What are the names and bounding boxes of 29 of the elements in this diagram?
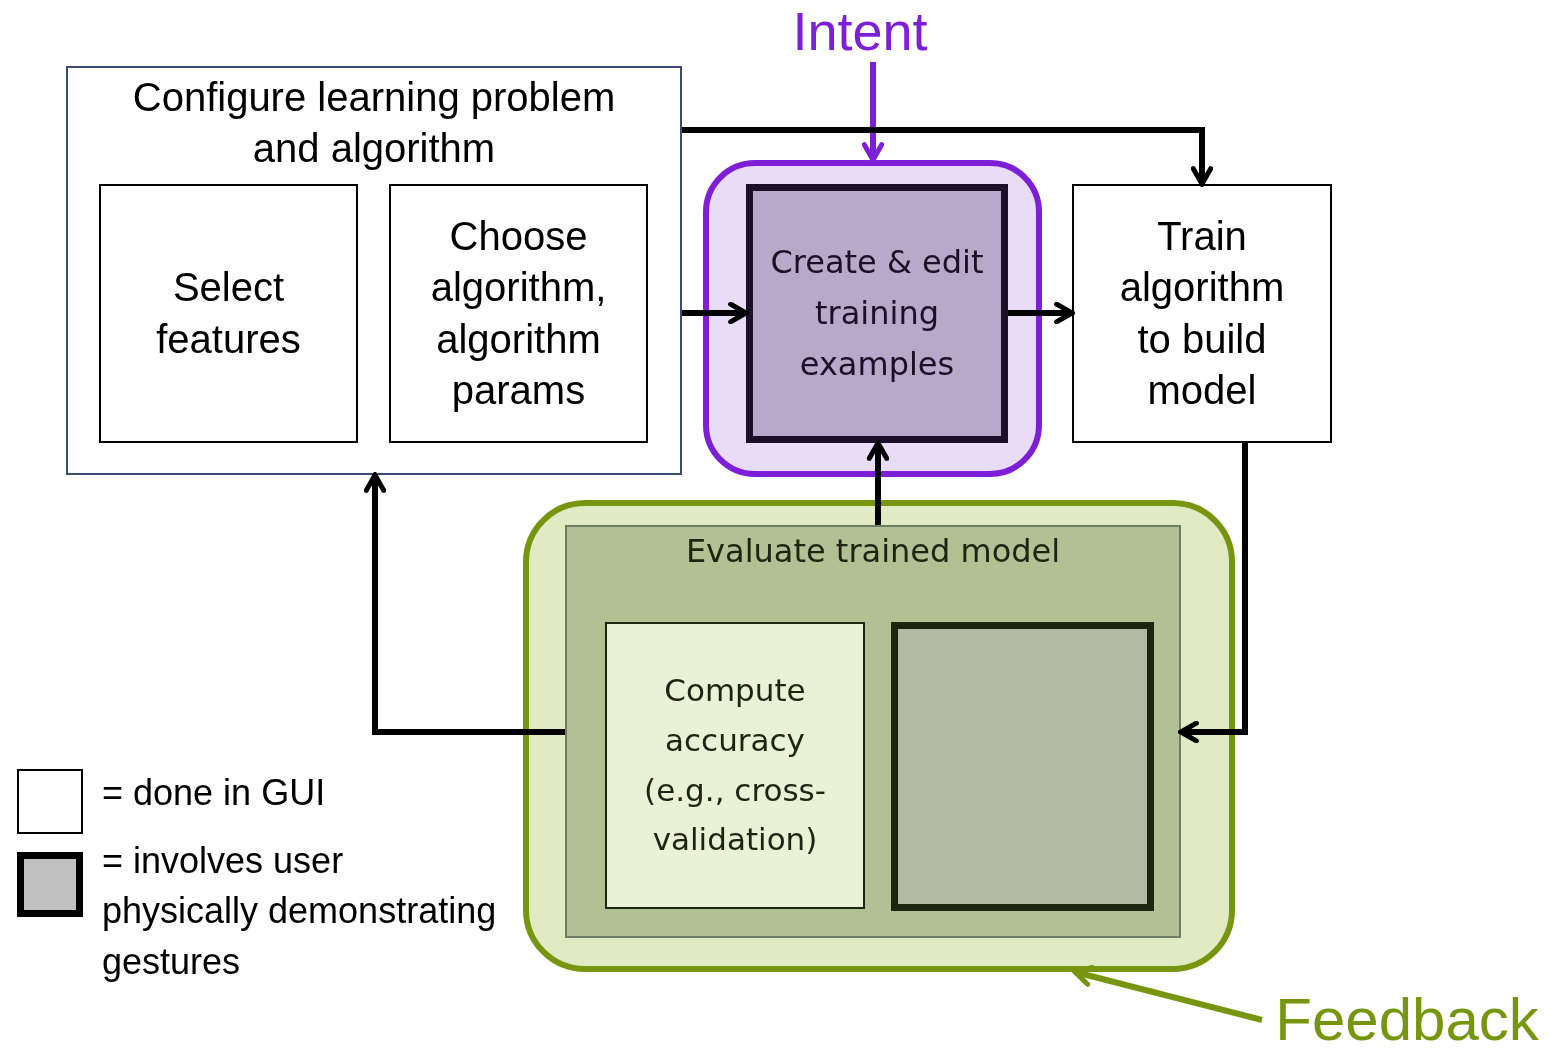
arrow bbox=[866, 440, 890, 525]
group-heading: Configure learning problem and algorithm bbox=[131, 74, 617, 173]
process-box bbox=[1072, 184, 1332, 443]
group-box bbox=[66, 66, 682, 475]
arrow bbox=[682, 301, 749, 325]
process-label: Train algorithm to build model bbox=[1118, 213, 1286, 414]
process-label: Create & edit training examples bbox=[769, 241, 985, 386]
process-label: Compute accuracy (e.g., cross-validation) bbox=[643, 671, 827, 860]
process-label: Choose algorithm, algorithm params bbox=[429, 213, 608, 414]
legend-label: = involves user physically demonstrating gestures bbox=[102, 839, 498, 984]
arrow bbox=[682, 127, 1214, 187]
arrow bbox=[861, 62, 885, 163]
arrow bbox=[1178, 443, 1248, 744]
process-box bbox=[99, 184, 358, 443]
process-box bbox=[746, 184, 1008, 443]
group-box bbox=[565, 525, 1181, 938]
process-box bbox=[605, 622, 865, 909]
arrow bbox=[1008, 301, 1075, 325]
feedback-label: Feedback bbox=[1262, 985, 1552, 1049]
legend-label: = done in GUI bbox=[102, 771, 327, 815]
arrow bbox=[363, 472, 565, 735]
arrow bbox=[1072, 964, 1263, 1023]
highlight-region bbox=[523, 500, 1235, 972]
group-heading: Evaluate trained model bbox=[684, 531, 1062, 572]
process-box bbox=[891, 622, 1154, 911]
process-box bbox=[389, 184, 648, 443]
highlight-region bbox=[703, 160, 1042, 477]
intent-label: Intent bbox=[760, 2, 960, 62]
process-label: Select features bbox=[155, 264, 302, 363]
